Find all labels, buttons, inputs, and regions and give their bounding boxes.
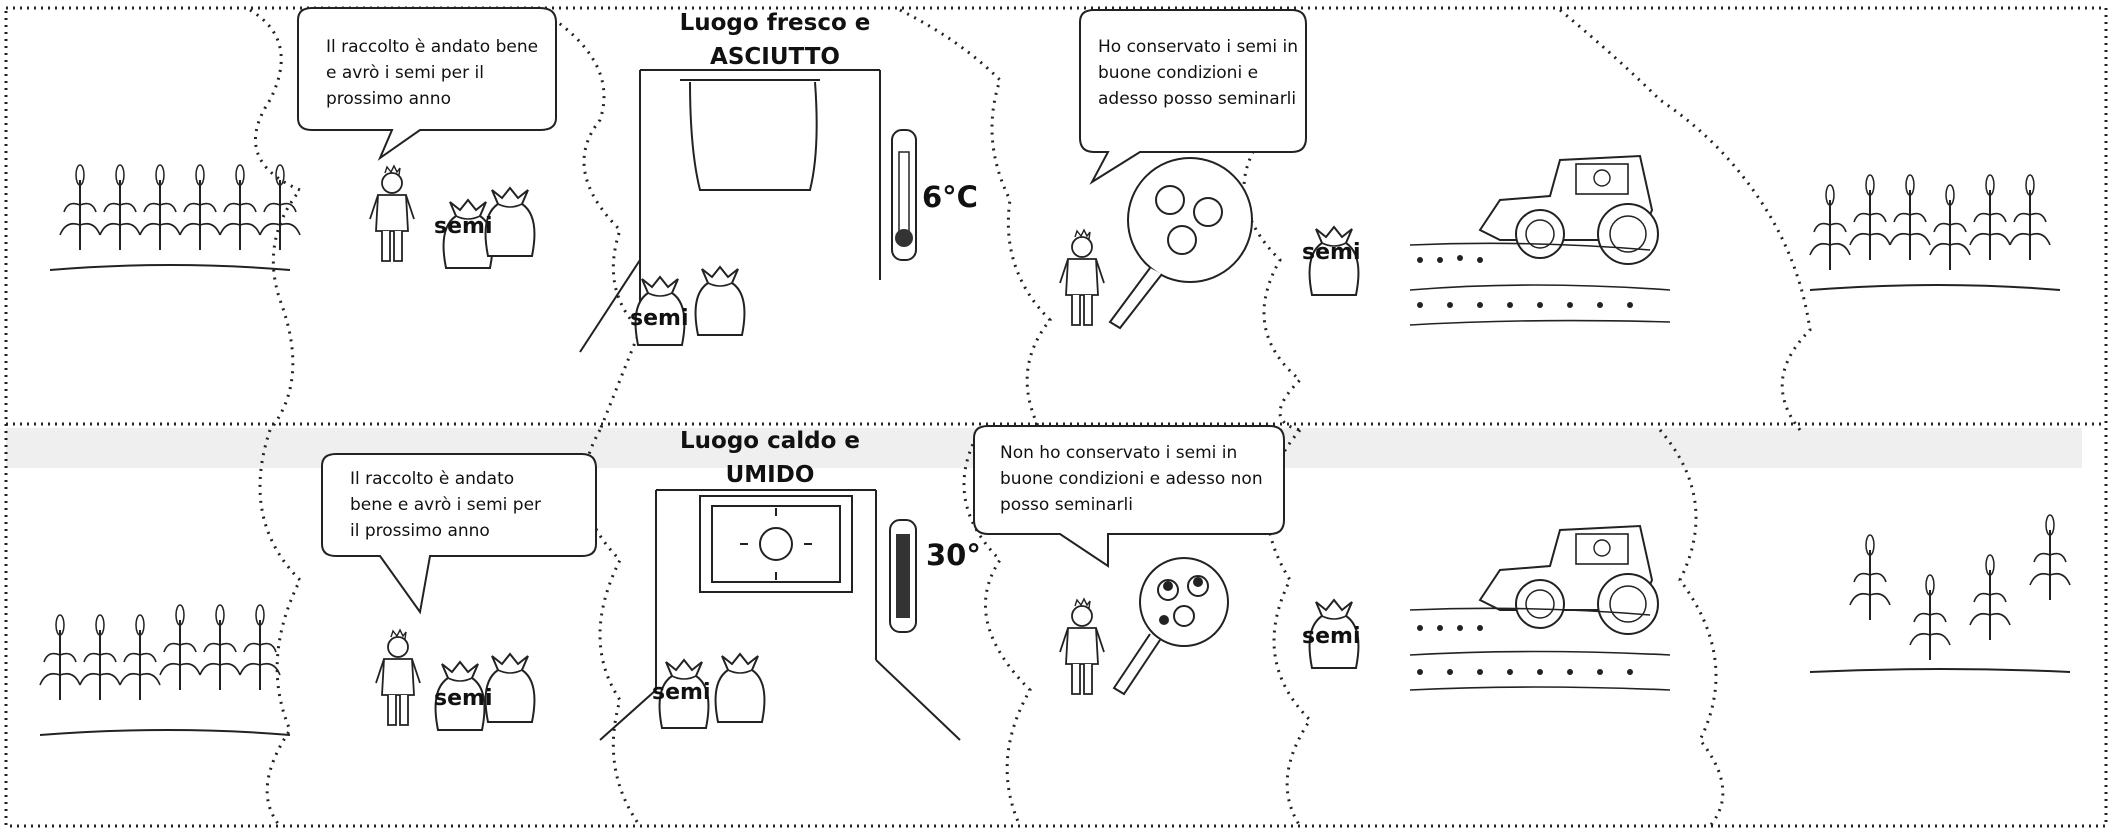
storage-title-bottom-line1: Luogo caldo e	[670, 424, 870, 458]
temperature-bottom: 30°	[926, 538, 981, 572]
speech-bubble-harvest-bottom: Il raccolto è andato bene e avrò i semi …	[350, 466, 550, 544]
temperature-top: 6°C	[922, 180, 978, 214]
seed-label-top-3: semi	[1302, 240, 1360, 265]
seed-label-bottom-3: semi	[1302, 624, 1360, 649]
seed-label-bottom-2: semi	[652, 680, 710, 705]
seed-label-top-1: semi	[434, 214, 492, 239]
storage-title-top: Luogo fresco e ASCIUTTO	[675, 6, 875, 74]
storage-title-bottom-line2: UMIDO	[670, 458, 870, 492]
speech-bubble-result-bottom: Non ho conservato i semi in buone condiz…	[1000, 440, 1280, 518]
storage-title-top-line2: ASCIUTTO	[675, 40, 875, 74]
speech-bubble-result-top: Ho conservato i semi in buone condizioni…	[1098, 34, 1298, 112]
storage-title-top-line1: Luogo fresco e	[675, 6, 875, 40]
storage-title-bottom: Luogo caldo e UMIDO	[670, 424, 870, 492]
speech-bubble-harvest-top: Il raccolto è andato bene e avrò i semi …	[326, 34, 546, 112]
seed-label-top-2: semi	[630, 306, 688, 331]
seed-label-bottom-1: semi	[434, 686, 492, 711]
